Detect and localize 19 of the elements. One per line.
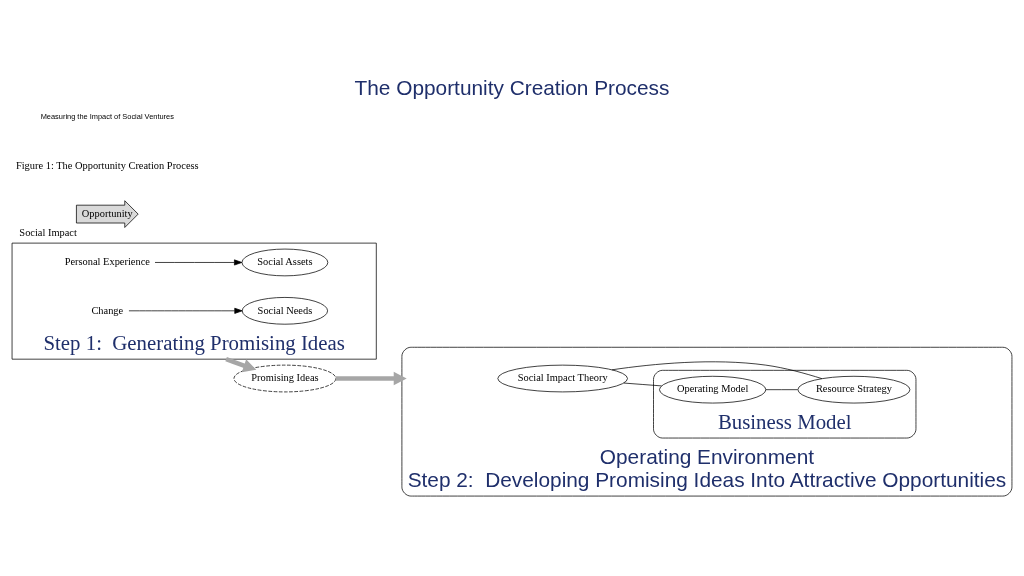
node-ellipse: Social Impact Theory <box>497 364 628 392</box>
arrow <box>225 356 257 372</box>
diagram-title: The Opportunity Creation Process <box>354 75 670 99</box>
node-text: Personal Experience <box>64 255 150 267</box>
node-ellipse: Social Needs <box>241 296 328 325</box>
node-label: Social Impact <box>19 226 77 238</box>
connector <box>611 360 823 379</box>
node-ellipse: Resource Strategy <box>797 375 911 403</box>
arrow <box>335 371 407 385</box>
arrow <box>128 307 243 314</box>
arrow <box>154 259 243 265</box>
label: Measuring the Impact of Social Ventures <box>40 111 174 121</box>
node-ellipse: Social Assets <box>241 248 329 276</box>
node-ellipse: Promising Ideas <box>233 364 337 392</box>
caption: Figure 1: The Opportunity Creation Process <box>15 159 199 170</box>
connector <box>623 382 662 386</box>
node-ellipse: Operating Model <box>659 375 767 403</box>
connector <box>765 388 798 390</box>
node-text: Change <box>91 304 124 316</box>
